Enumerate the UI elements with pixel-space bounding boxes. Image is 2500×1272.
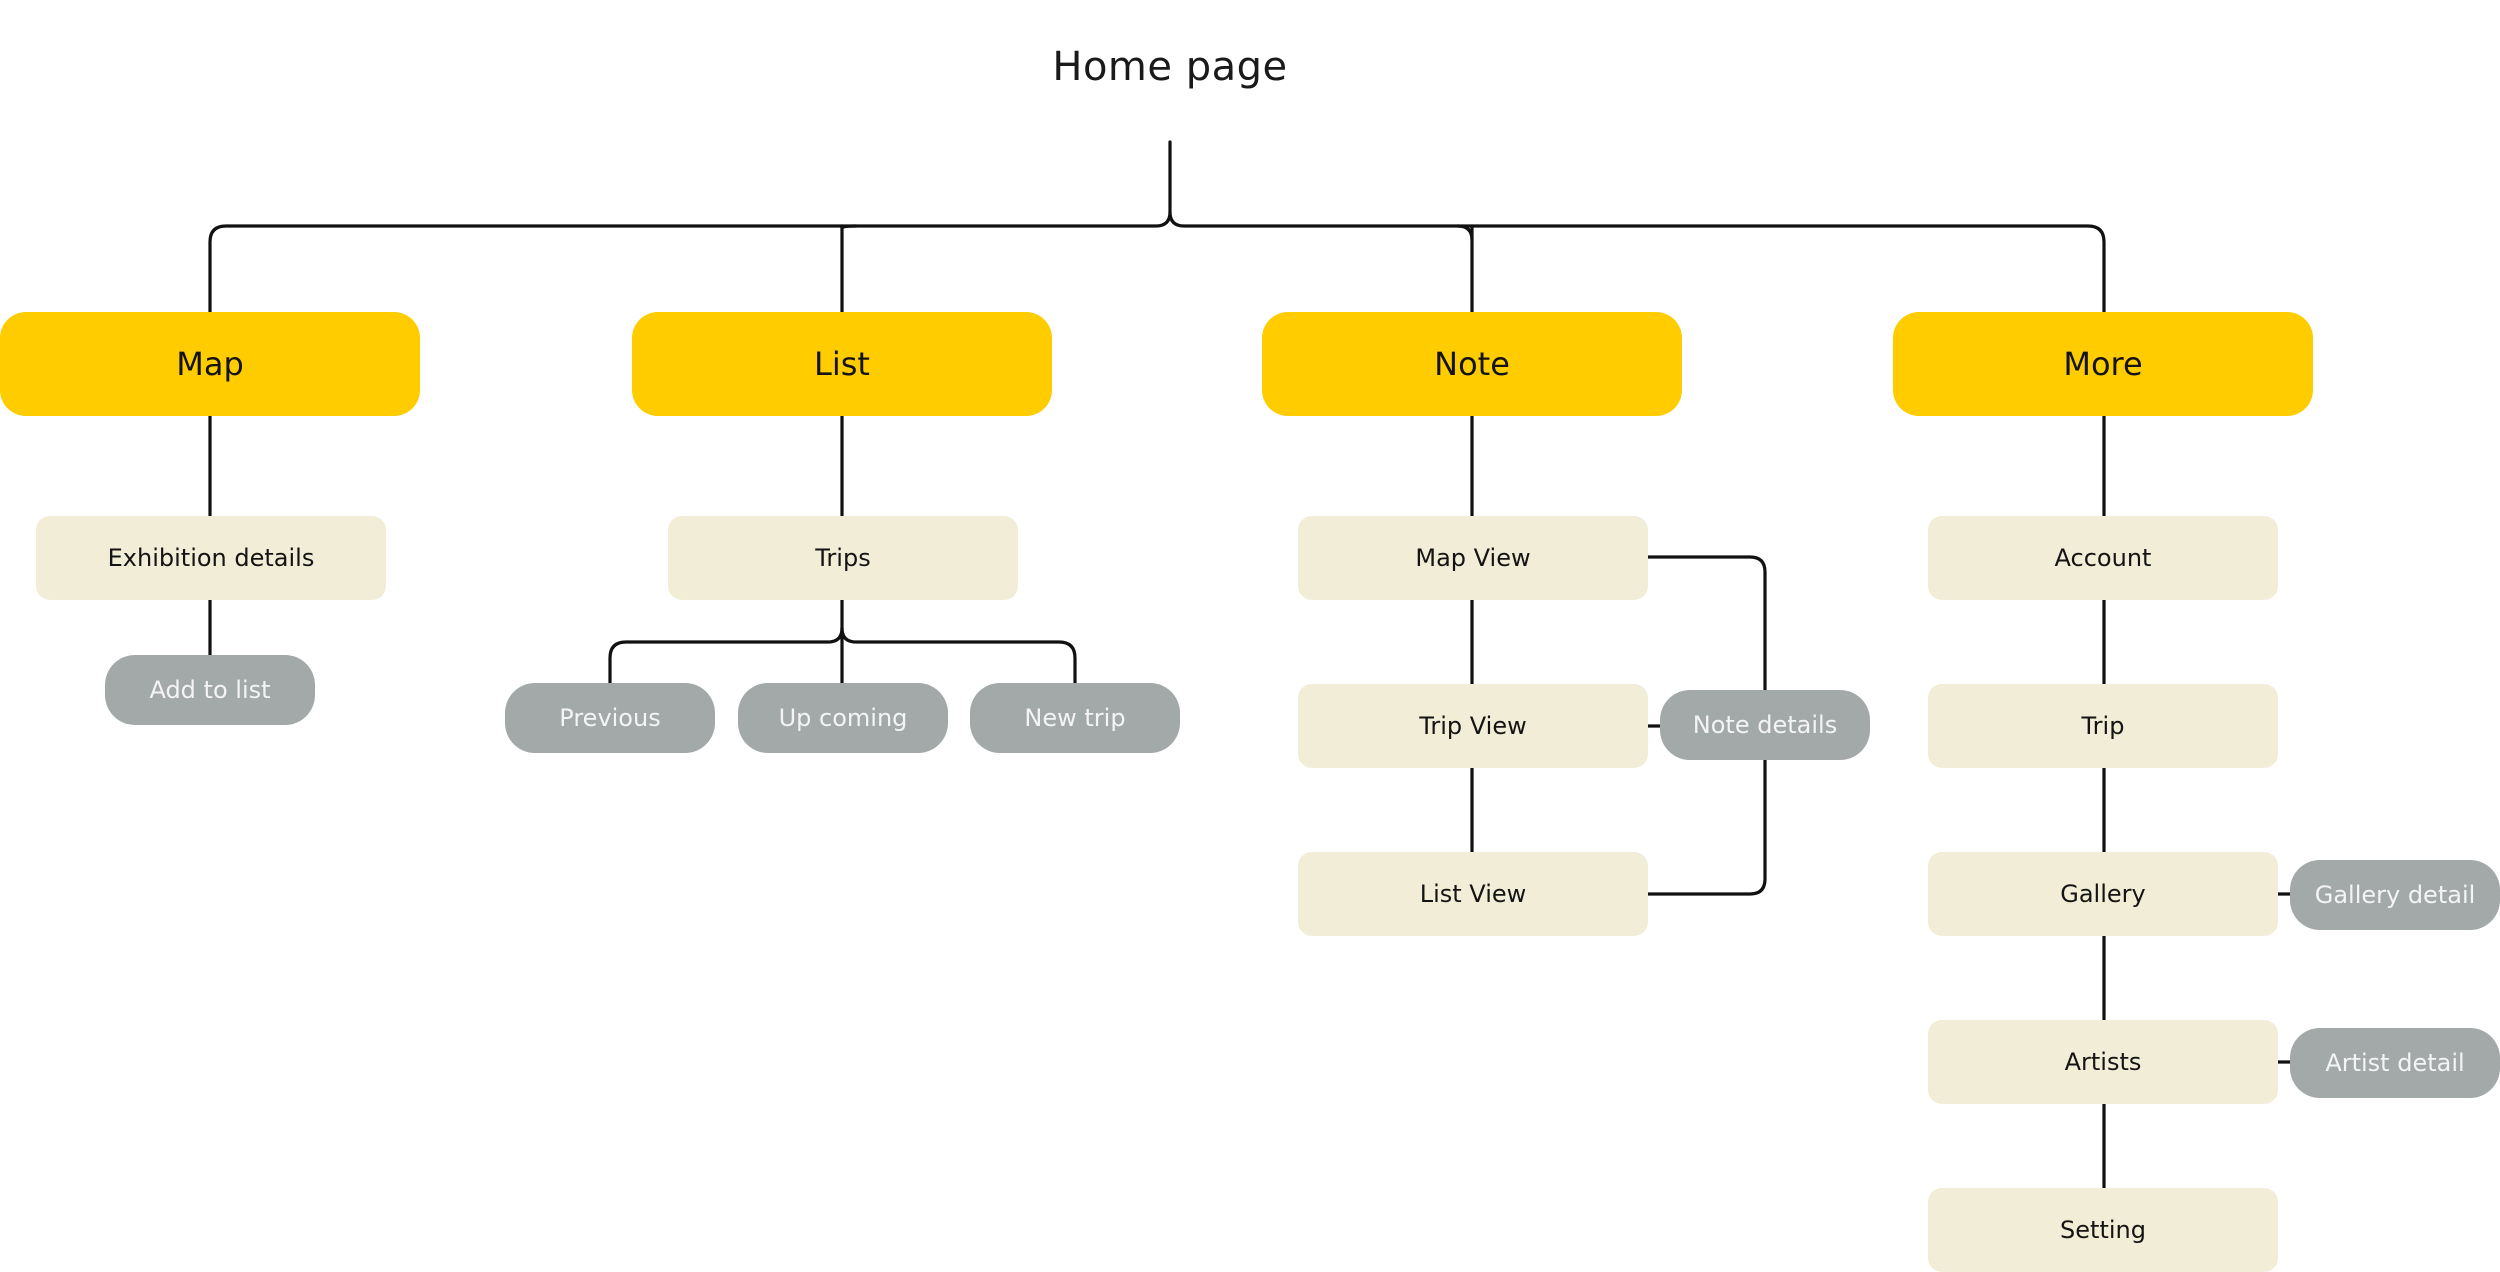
connector-list-corner: [840, 224, 858, 230]
node-note-details: Note details: [1660, 690, 1870, 760]
node-trip-view: Trip View: [1298, 684, 1648, 768]
node-setting: Setting: [1928, 1188, 2278, 1272]
section-more: More: [1893, 312, 2313, 416]
node-map-view: Map View: [1298, 516, 1648, 600]
connector-note-corner: [1456, 224, 1474, 242]
node-new-trip: New trip: [970, 683, 1180, 753]
connector-mapview-notedetails: [1646, 555, 1767, 692]
node-gallery-detail: Gallery detail: [2290, 860, 2500, 930]
node-artist-detail: Artist detail: [2290, 1028, 2500, 1098]
node-exhibition-details: Exhibition details: [36, 516, 386, 600]
node-up-coming: Up coming: [738, 683, 948, 753]
connector-listview-notedetails: [1646, 758, 1767, 896]
node-account: Account: [1928, 516, 2278, 600]
node-artists: Artists: [1928, 1020, 2278, 1104]
node-previous: Previous: [505, 683, 715, 753]
connector-home-map: [208, 140, 1172, 314]
node-list-view: List View: [1298, 852, 1648, 936]
section-note: Note: [1262, 312, 1682, 416]
connector-home-more: [1168, 210, 2106, 314]
node-gallery: Gallery: [1928, 852, 2278, 936]
node-trips: Trips: [668, 516, 1018, 600]
connector-trips-previous: [608, 626, 844, 685]
node-trip: Trip: [1928, 684, 2278, 768]
diagram-title: Home page: [1052, 44, 1288, 90]
section-list: List: [632, 312, 1052, 416]
connector-trips-newtrip: [840, 626, 1077, 685]
node-add-to-list: Add to list: [105, 655, 315, 725]
section-map: Map: [0, 312, 420, 416]
